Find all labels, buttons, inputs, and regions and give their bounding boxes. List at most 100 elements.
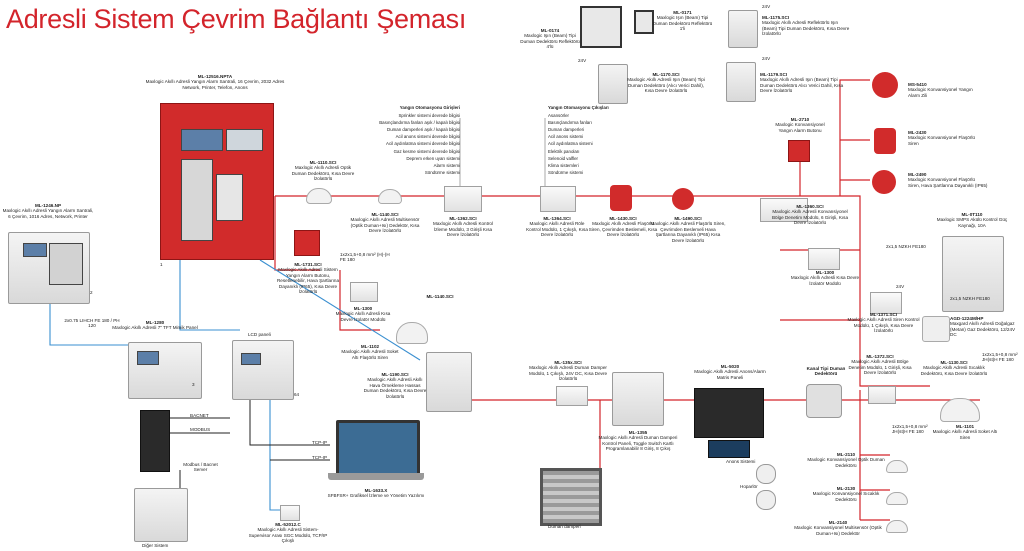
siren-outdoor: [672, 188, 694, 210]
conv-2140-label: ML-2140 Maxlogic Konvansiyonel Multisens…: [790, 520, 886, 536]
gas-detector-desc: Maxlogic Akıllı Adresli Akıllı Hava Örne…: [363, 377, 427, 399]
central-desc: Maxlogic Akıllı Adresli Yangın Alarm San…: [145, 79, 285, 90]
central-label: ML-12516.NPTA Maxlogic Akıllı Adresli Ya…: [140, 74, 290, 90]
mimic-label: ML-1280 Maxlogic Akıllı Adresli 7" TFT M…: [110, 320, 200, 331]
page-title: Adresli Sistem Çevrim Bağlantı Şeması: [6, 4, 467, 34]
beam-1175-label: ML-1175.SCI Maxlogic Akıllı Adresli Refl…: [762, 15, 852, 37]
gateway-label: ML-52012.C Maxlogic Akıllı Adresli Siste…: [248, 522, 328, 544]
beam-1170-desc: Maxlogic Akıllı Adresli Işın (Beam) Tipi…: [627, 77, 705, 94]
optical-detector: [306, 188, 332, 204]
other-system-label: Diğer Sistem: [142, 543, 169, 548]
power-supply-label: ML-0T110 Maxlogic SMPS Akülü Kontrol Güç…: [932, 212, 1012, 228]
duct-detector-label: Kanal Tipi Duman Dedektörü: [806, 366, 846, 377]
speaker-2: [756, 490, 776, 510]
conv-2110-label: ML-2110 Maxlogic Konvansiyonel Optik Dum…: [806, 452, 886, 468]
base-1101-desc: Maxlogic Akıllı Adresli Soket Altı Siren: [932, 429, 998, 440]
conv-siren-out-code: ML-2490: [908, 172, 927, 177]
laptop-screen: [336, 420, 420, 476]
inputs-list-item: Acil anons sistemi devrede bilgisi: [395, 134, 460, 140]
siren-flasher: [610, 185, 632, 211]
siren-flasher-desc: Maxlogic Akıllı Adresli Flaşörlü Siren, …: [588, 221, 658, 238]
cable-label-5: 1x2x1,5+0,8 mm² JH(st)H FE 180: [982, 352, 1018, 362]
beam-rx-code: ML-0171: [673, 10, 692, 15]
smoke-damper-label: Duman damperi: [548, 524, 581, 529]
cable-label-2: 2x0.75 LIHCH FE 180 / PH 120: [64, 318, 120, 328]
inputs-list-item: Basınçlandırma fanları aşık / kapalı bil…: [379, 120, 460, 126]
laptop-label: ML-1633.X SFBFSR+ Grafiksel İzleme ve Yö…: [318, 488, 434, 499]
tcpip-label-2: TCP-IP: [312, 455, 328, 460]
outputs-list-item: Söndürme sistemi: [548, 169, 584, 175]
beam-1170: [598, 64, 628, 104]
outputs-list-item: Selenoid valfler: [548, 155, 579, 161]
gas-detector-agd: [922, 316, 950, 342]
conv-siren-outdoor: [872, 170, 896, 194]
central-keypad: [216, 174, 243, 221]
isolator2-code: ML-1300: [815, 270, 835, 275]
psu-code: ML-0T110: [961, 212, 983, 217]
duct-detector-code: Kanal Tipi Duman Dedektörü: [806, 366, 846, 377]
relay-module-desc: Maxlogic Akıllı Adresli Röle Kontrol Mod…: [526, 221, 588, 238]
manual-call-point: [294, 230, 320, 256]
beam-reflector-1-label: ML-0171 Maxlogic Işın (Beam) Tipi Duman …: [650, 10, 715, 32]
heat-detector-label: ML-1140.SCI Maxlogic Akıllı Adresli Mult…: [350, 212, 420, 234]
conv-bell-label: MS-5410 Maxlogic Konvansiyonel Yangın Al…: [908, 82, 978, 98]
beam-reflector-1: [634, 10, 654, 34]
inputs-list-item: Sprinkler sistemi devrede bilgisi: [398, 113, 461, 119]
mimic-desc: Maxlogic Akıllı Adresli 7" TFT Mimik Pan…: [112, 325, 198, 331]
beam-1175-desc: Maxlogic Akıllı Adresli Reflektörlü Işın…: [762, 20, 850, 37]
gateway-code: ML-52012.C: [275, 522, 301, 527]
heat-detector: [378, 189, 402, 204]
repeater-desc: Maxlogic Akıllı Adresli Yangın Alarm San…: [2, 208, 94, 219]
voltage-24v-c: 24V: [762, 56, 771, 61]
beam-reflector-4-label: ML-0174 Maxlogic Işın (Beam) Tipi Duman …: [520, 28, 580, 50]
damper-module-label: ML-135x.SCI Maxlogic Akıllı Adresli Duma…: [528, 360, 608, 382]
zone-1372: [868, 386, 896, 404]
heat-detector-code: ML-1140.SCI: [371, 212, 399, 217]
mimic-display: [137, 351, 159, 365]
damper-module: [556, 386, 588, 406]
central-display: [181, 129, 223, 151]
inputs-list-item: Acil aydınlatma sistemi devrede bilgisi: [386, 141, 460, 147]
optical-detector-desc: Maxlogic Akıllı Adresli Optik Duman Dede…: [291, 165, 355, 182]
heat-detector-desc: Maxlogic Akıllı Adresli Multisensör (Opt…: [350, 217, 420, 234]
tcpip-label-1: TCP-IP: [312, 440, 328, 445]
conv-siren-label: ML-2430 Maxlogic Konvansiyonel Flaşörlü …: [908, 130, 978, 146]
outputs-list-item: Duman damperleri: [548, 127, 585, 133]
lcd-panel-label: LCD paneli: [248, 332, 271, 337]
beam-tx-desc: Maxlogic Işın (Beam) Tipi Duman Dedektör…: [520, 33, 580, 50]
beam-rx-desc: Maxlogic Işın (Beam) Tipi Duman Dedektör…: [652, 15, 713, 32]
aspirating-label: ML-1190.SCI Maxlogic Akıllı Adresli Akıl…: [362, 372, 428, 399]
conv-bell: [872, 72, 898, 98]
damper-panel-label: ML-1355 Maxlogic Akıllı Adresli Duman Da…: [598, 430, 678, 452]
power-supply: [942, 236, 1004, 312]
inputs-list-header: Yangın Otomasyonu Girişleri: [399, 105, 460, 110]
outputs-list: Yangın Otomasyonu Çıkışları Asansörler B…: [548, 104, 648, 176]
voltage-24v-d: 24V: [896, 284, 905, 289]
inputs-list-item: Duman damperleri aşık / kapalı bilgisi: [387, 127, 460, 133]
damper-panel-desc: Maxlogic Akıllı Adresli Duman Damperi Ko…: [598, 435, 678, 452]
conv-button-label: ML-2710 Maxlogic Konvansiyonel Yangın Al…: [770, 117, 830, 133]
beam-1179: [726, 62, 756, 102]
port-2: 2: [90, 290, 93, 295]
other-system-cabinet: [134, 488, 188, 542]
repeater-keys: [49, 243, 83, 285]
heat-1130-label: ML-1130.SCI Maxlogic Akıllı Adresli Sıca…: [914, 360, 994, 376]
input-module: [444, 186, 482, 212]
voltage-24v-a: 24V: [578, 58, 587, 63]
isolator2-desc: Maxlogic Akıllı Adresli Kısa Devre İzola…: [790, 275, 860, 286]
anons-matrix: [694, 388, 764, 438]
anons-unit-label: Anons Sistemi: [726, 459, 756, 464]
conv-2110-desc: Maxlogic Konvansiyonel Optik Duman Dedek…: [807, 457, 885, 468]
heat-1130-desc: Maxlogic Akıllı Adresli Sıcaklık Dedektö…: [920, 365, 988, 376]
damper-panel: [612, 372, 664, 426]
conv-2140-code: ML-2140: [828, 520, 848, 525]
voltage-24v-b: 24V: [762, 4, 771, 9]
conv-bell-code: MS-5410: [908, 82, 927, 87]
input-module-desc: Maxlogic Akıllı Adresli Kontrol İzleme M…: [433, 221, 493, 238]
outputs-list-header: Yangın Otomasyonu Çıkışları: [548, 105, 609, 110]
base-siren-desc: Maxlogic Akıllı Adresli Soket Altı Flaşö…: [341, 349, 399, 360]
smoke-damper: [540, 468, 602, 526]
conv-siren-code: ML-2430: [908, 130, 927, 135]
conv-siren-desc: Maxlogic Konvansiyonel Flaşörlü Siren: [908, 135, 975, 146]
central-code: ML-12516.NPTA: [197, 74, 233, 79]
